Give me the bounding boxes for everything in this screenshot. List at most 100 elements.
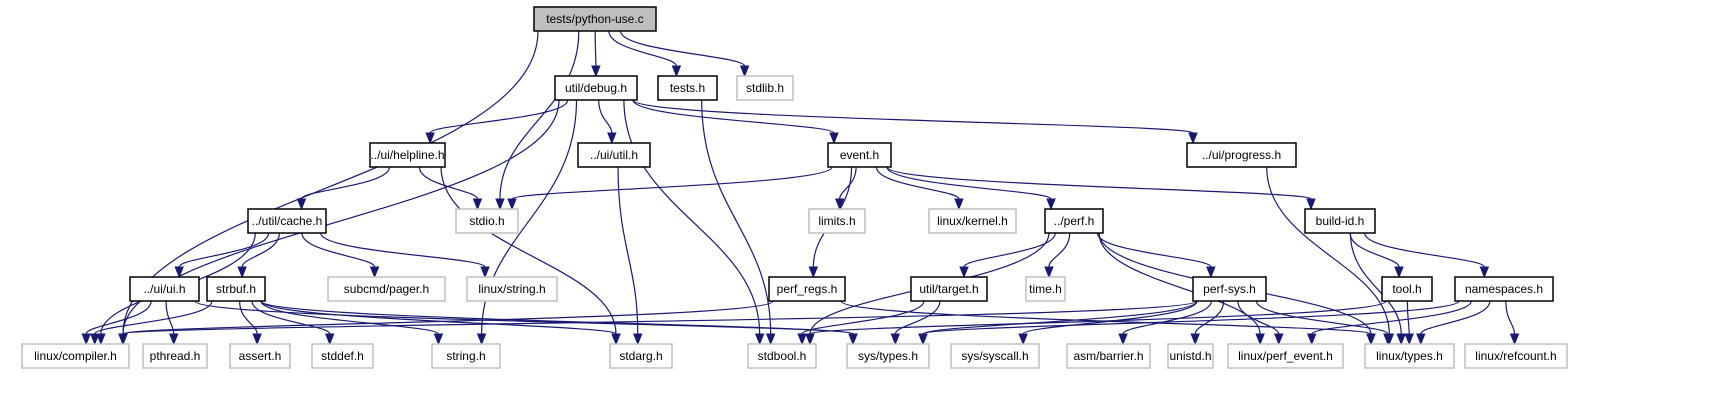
node-target[interactable]: util/target.h xyxy=(910,276,988,302)
node-perf[interactable]: ../perf.h xyxy=(1044,208,1104,234)
edge-line xyxy=(1096,232,1212,268)
edge-line xyxy=(1349,232,1400,268)
edge-line xyxy=(894,300,941,335)
node-label: stdlib.h xyxy=(746,81,784,95)
node-box xyxy=(1186,142,1297,168)
node-label: util/debug.h xyxy=(565,81,627,95)
node-box xyxy=(1464,343,1568,369)
edge-line xyxy=(1420,300,1491,335)
edge-debug-to-uiutil xyxy=(598,99,617,145)
arrowhead-icon xyxy=(959,266,969,279)
arrowhead-icon xyxy=(1044,266,1054,279)
node-label: ../ui/util.h xyxy=(590,148,638,162)
node-unistd: unistd.h xyxy=(1167,343,1214,369)
arrowhead-icon xyxy=(607,132,617,145)
node-barrier: asm/barrier.h xyxy=(1066,343,1151,369)
node-helpline[interactable]: ../ui/helpline.h xyxy=(369,142,446,168)
node-uiui[interactable]: ../ui/ui.h xyxy=(129,276,200,302)
arrowhead-icon xyxy=(739,65,750,78)
node-label: ../ui/progress.h xyxy=(1202,148,1281,162)
edge-line xyxy=(1122,300,1212,335)
node-progress[interactable]: ../ui/progress.h xyxy=(1186,142,1297,168)
edge-line xyxy=(801,300,925,335)
arrowhead-icon xyxy=(174,266,184,279)
edge-line xyxy=(963,232,1056,268)
node-box xyxy=(21,343,130,369)
arrowhead-icon xyxy=(480,266,490,279)
edge-python_use-to-tests xyxy=(608,30,682,78)
node-label: assert.h xyxy=(239,349,282,363)
node-box xyxy=(466,276,558,302)
arrowhead-icon xyxy=(1396,333,1406,346)
arrowhead-icon xyxy=(1255,333,1265,346)
node-label: build-id.h xyxy=(1316,214,1365,228)
edge-buildid-to-ltypes xyxy=(1349,232,1406,346)
edge-namespaces-to-systypes xyxy=(918,300,1460,346)
node-box xyxy=(129,276,200,302)
node-label: linux/types.h xyxy=(1376,349,1443,363)
node-box xyxy=(431,343,501,369)
edge-line xyxy=(632,99,835,134)
node-tests[interactable]: tests.h xyxy=(657,75,718,101)
edge-cache-to-pager xyxy=(301,232,380,279)
node-syscall: sys/syscall.h xyxy=(950,343,1040,369)
edge-python_use-to-stdio xyxy=(495,30,580,211)
node-strbuf[interactable]: strbuf.h xyxy=(206,276,266,302)
node-label: linux/string.h xyxy=(478,282,545,296)
node-box xyxy=(827,142,892,168)
node-box xyxy=(808,208,866,234)
arrowhead-icon xyxy=(1306,198,1316,211)
edge-perfsys-to-ltypes xyxy=(1255,300,1393,346)
edge-line xyxy=(122,300,774,335)
node-label: unistd.h xyxy=(1169,349,1211,363)
node-python_use: tests/python-use.c xyxy=(533,6,657,32)
node-box xyxy=(928,208,1017,234)
node-ltypes: linux/types.h xyxy=(1364,343,1455,369)
edge-line xyxy=(922,300,1460,335)
node-perfsys[interactable]: perf-sys.h xyxy=(1192,276,1267,302)
arrowhead-icon xyxy=(507,198,517,211)
node-label: strbuf.h xyxy=(216,282,256,296)
edge-line xyxy=(194,300,854,335)
node-tool[interactable]: tool.h xyxy=(1381,276,1433,302)
edge-line xyxy=(1237,300,1280,335)
node-cache[interactable]: ../util/cache.h xyxy=(247,208,327,234)
node-box xyxy=(1364,343,1455,369)
node-box xyxy=(1454,276,1554,302)
node-pthread: pthread.h xyxy=(142,343,208,369)
edge-helpline-to-stdarg xyxy=(440,166,621,346)
node-box xyxy=(327,276,446,302)
node-perfregs[interactable]: perf_regs.h xyxy=(768,276,846,302)
arrowhead-icon xyxy=(1046,198,1056,211)
node-label: ../ui/ui.h xyxy=(143,282,185,296)
node-uiutil[interactable]: ../ui/util.h xyxy=(577,142,651,168)
node-box xyxy=(736,75,794,101)
arrowhead-icon xyxy=(96,333,106,346)
node-event[interactable]: event.h xyxy=(827,142,892,168)
arrowhead-icon xyxy=(1306,333,1317,346)
node-assert: assert.h xyxy=(229,343,291,369)
node-buildid[interactable]: build-id.h xyxy=(1304,208,1376,234)
edge-namespaces-to-refcount xyxy=(1505,300,1520,346)
node-box xyxy=(1025,276,1066,302)
arrowhead-icon xyxy=(834,198,845,211)
edge-line xyxy=(1349,232,1402,335)
node-label: ../util/cache.h xyxy=(252,214,323,228)
edge-python_use-to-stdlib xyxy=(619,30,750,78)
edge-line xyxy=(418,166,479,200)
arrowhead-icon xyxy=(1206,266,1216,279)
edge-event-to-perf xyxy=(886,166,1056,211)
arrowhead-icon xyxy=(425,132,435,145)
edge-line xyxy=(922,300,1198,335)
node-label: linux/perf_event.h xyxy=(1238,349,1333,363)
arrowhead-icon xyxy=(237,266,247,279)
node-label: ../perf.h xyxy=(1054,214,1095,228)
node-label: perf-sys.h xyxy=(1203,282,1256,296)
edge-line xyxy=(594,30,597,67)
node-box xyxy=(1227,343,1344,369)
node-namespaces[interactable]: namespaces.h xyxy=(1454,276,1554,302)
edge-perf-to-perfsys xyxy=(1096,232,1216,279)
arrowhead-icon xyxy=(633,333,643,346)
node-debug[interactable]: util/debug.h xyxy=(554,75,638,101)
edge-line xyxy=(241,232,280,268)
